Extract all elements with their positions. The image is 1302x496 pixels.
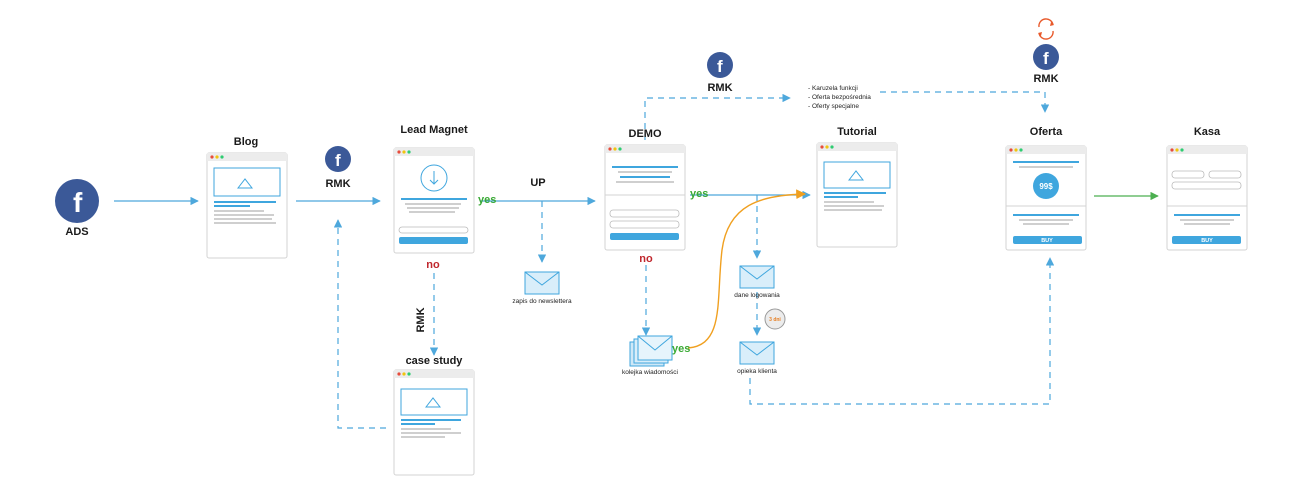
newsletter-node: zapis do newslettera xyxy=(512,271,572,305)
case-study-title: case study xyxy=(406,355,464,367)
rmk-oferta-node: f RMK xyxy=(1033,18,1059,85)
notes-list: - Karuzela funkcji - Oferta bezpośrednia… xyxy=(808,85,871,110)
kasa-node[interactable]: Kasa BUY xyxy=(1166,126,1248,251)
envelope-icon xyxy=(637,335,673,361)
buy-kasa-button[interactable]: BUY xyxy=(1201,238,1213,244)
opieka-node: opieka klienta xyxy=(737,341,777,375)
svg-text:RMK: RMK xyxy=(707,82,732,94)
lead-magnet-node[interactable]: Lead Magnet xyxy=(393,124,475,254)
image-icon xyxy=(236,178,254,189)
kasa-title: Kasa xyxy=(1194,126,1221,138)
envelope-icon xyxy=(739,265,775,289)
ads-node[interactable]: f ADS xyxy=(55,179,99,238)
case-study-node[interactable]: case study xyxy=(393,355,475,476)
yes-lead-label: yes xyxy=(478,194,496,206)
oferta-node[interactable]: Oferta 99$ BUY xyxy=(1005,126,1087,251)
svg-text:- Karuzela funkcji: - Karuzela funkcji xyxy=(808,85,858,92)
envelope-icon xyxy=(524,271,560,295)
svg-text:opieka klienta: opieka klienta xyxy=(737,368,777,375)
rmk-vertical-label: RMK xyxy=(415,307,427,332)
queue-node: kolejka wiadomości xyxy=(622,335,678,376)
yes-queue-label: yes xyxy=(672,343,690,355)
svg-text:dane logowania: dane logowania xyxy=(734,292,780,299)
connectors xyxy=(114,91,1159,429)
svg-text:f: f xyxy=(717,57,723,76)
timer-icon: 3 dni xyxy=(764,308,786,330)
svg-text:kolejka wiadomości: kolejka wiadomości xyxy=(622,369,678,376)
download-icon xyxy=(420,164,448,192)
svg-text:f: f xyxy=(335,151,341,170)
lead-magnet-title: Lead Magnet xyxy=(400,124,468,136)
svg-text:- Oferta bezpośrednia: - Oferta bezpośrednia xyxy=(808,94,871,101)
envelope-icon xyxy=(739,341,775,365)
buy-oferta-button[interactable]: BUY xyxy=(1041,238,1053,244)
image-icon xyxy=(847,170,865,181)
svg-text:RMK: RMK xyxy=(325,178,350,190)
ads-label: ADS xyxy=(65,226,88,238)
svg-text:- Oferty specjalne: - Oferty specjalne xyxy=(808,103,859,110)
rmk-blog-node: f RMK xyxy=(325,146,351,190)
blog-node[interactable]: Blog xyxy=(206,136,288,259)
svg-text:3 dni: 3 dni xyxy=(769,317,781,323)
svg-text:zapis do newslettera: zapis do newslettera xyxy=(512,298,572,305)
svg-text:f: f xyxy=(1043,49,1049,68)
up-label: UP xyxy=(530,177,545,189)
no-lead-label: no xyxy=(426,259,440,271)
svg-text:99$: 99$ xyxy=(1039,182,1053,191)
dane-node: dane logowania xyxy=(734,265,780,299)
yes-demo-label: yes xyxy=(690,188,708,200)
oferta-title: Oferta xyxy=(1030,126,1063,138)
no-demo-label: no xyxy=(639,253,653,265)
blog-title: Blog xyxy=(234,136,258,148)
facebook-icon xyxy=(325,146,351,172)
svg-text:f: f xyxy=(73,187,83,218)
tutorial-node[interactable]: Tutorial xyxy=(816,126,898,248)
demo-title: DEMO xyxy=(629,128,662,140)
rmk-demo-node: f RMK xyxy=(707,52,733,94)
refresh-icon xyxy=(1038,18,1054,40)
demo-node[interactable]: DEMO xyxy=(604,128,686,251)
facebook-icon xyxy=(1033,44,1059,70)
image-icon xyxy=(424,397,442,408)
svg-text:RMK: RMK xyxy=(1033,73,1058,85)
tutorial-title: Tutorial xyxy=(837,126,877,138)
facebook-icon xyxy=(707,52,733,78)
facebook-icon xyxy=(55,179,99,223)
